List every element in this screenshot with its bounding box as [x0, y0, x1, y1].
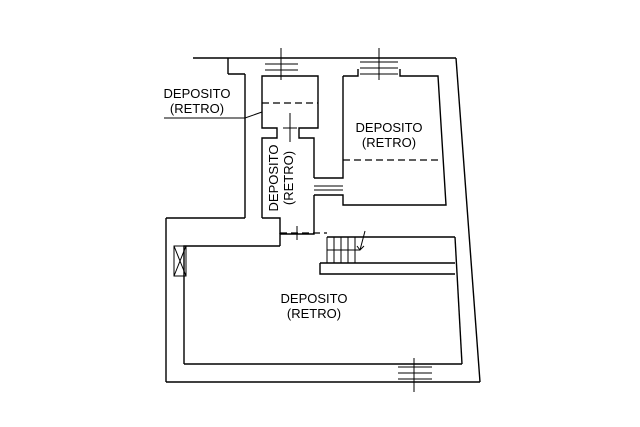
- room-label-lower: DEPOSITO (RETRO): [281, 291, 348, 321]
- room-label-upper-right: DEPOSITO (RETRO): [356, 120, 423, 150]
- room-label-left: DEPOSITO (RETRO): [164, 86, 231, 116]
- column-x: [173, 245, 187, 277]
- room-label-left-line2: (RETRO): [170, 101, 224, 116]
- room-label-upper-right-line2: (RETRO): [362, 135, 416, 150]
- leader-line: [164, 111, 263, 119]
- window-bottom: [398, 358, 432, 392]
- room-label-left-line1: DEPOSITO: [164, 86, 231, 101]
- room-label-lower-line2: (RETRO): [287, 306, 341, 321]
- stairs: [326, 230, 366, 263]
- outer-walls: [165, 57, 481, 383]
- room-label-corridor-line2: (RETRO): [281, 151, 296, 205]
- room-label-corridor: DEPOSITO (RETRO): [266, 145, 296, 212]
- room-label-corridor-line1: DEPOSITO: [266, 145, 281, 212]
- room-label-lower-line1: DEPOSITO: [281, 291, 348, 306]
- room-label-upper-right-line1: DEPOSITO: [356, 120, 423, 135]
- window-top-left: [265, 48, 298, 80]
- dashed-lines: [262, 102, 442, 234]
- window-top-right: [360, 48, 398, 80]
